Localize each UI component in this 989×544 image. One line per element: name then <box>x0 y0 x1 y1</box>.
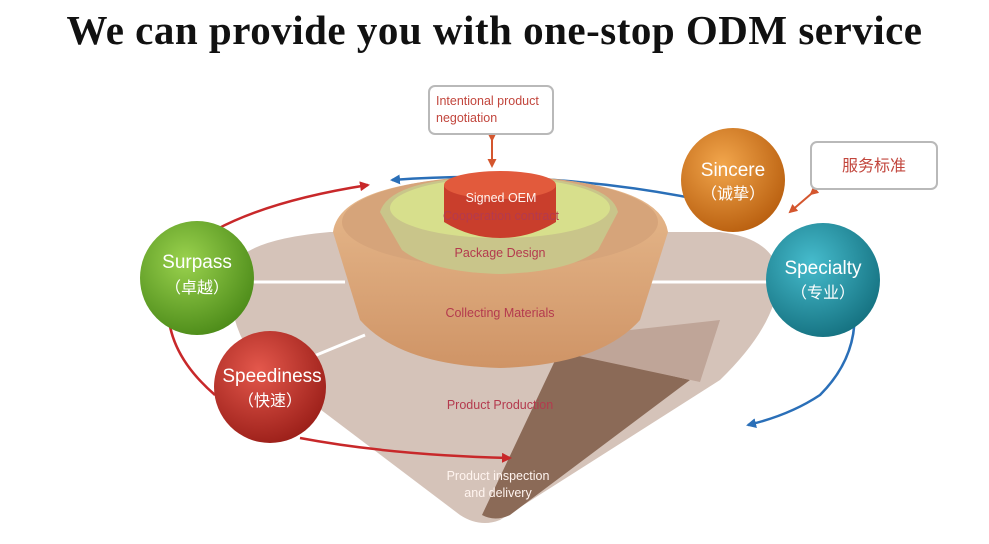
circle-surpass: Surpass （卓越） <box>140 221 254 335</box>
circle-speediness: Speediness （快速） <box>214 331 326 443</box>
label-and-delivery: and delivery <box>464 486 532 500</box>
circle-sincere: Sincere （诚挚） <box>681 128 785 232</box>
label-product-production: Product Production <box>447 398 553 412</box>
label-product-inspection: Product inspection <box>447 469 550 483</box>
surpass-en: Surpass <box>162 252 232 273</box>
red-arrow-bottom <box>299 436 512 463</box>
label-collecting-materials: Collecting Materials <box>445 306 554 320</box>
speediness-cn: （快速） <box>238 391 302 410</box>
negotiation-line1: Intentional product <box>436 94 539 108</box>
specialty-cn: （专业） <box>791 283 855 302</box>
speediness-en: Speediness <box>222 366 321 387</box>
circle-specialty: Specialty （专业） <box>766 223 880 337</box>
cylinder-top <box>444 171 556 199</box>
label-package-design: Package Design <box>454 246 545 260</box>
negotiation-line2: negotiation <box>436 111 498 125</box>
specialty-en: Specialty <box>784 258 862 279</box>
cylinder-signed-contract <box>444 185 556 238</box>
label-cooperation-contract: Cooperation contract <box>443 209 560 223</box>
base-plate-dark-slice <box>482 350 690 519</box>
surpass-cn: （卓越） <box>165 278 229 297</box>
sincere-en: Sincere <box>701 160 765 181</box>
sincere-cn: （诚挚） <box>701 184 765 203</box>
label-signed-oem: Signed OEM <box>466 191 537 205</box>
page-title: We can provide you with one-stop ODM ser… <box>66 7 923 53</box>
service-standard-box: 服务标准 <box>810 141 938 190</box>
standard-connector <box>788 186 820 214</box>
negotiation-box: Intentional product negotiation <box>428 85 554 135</box>
